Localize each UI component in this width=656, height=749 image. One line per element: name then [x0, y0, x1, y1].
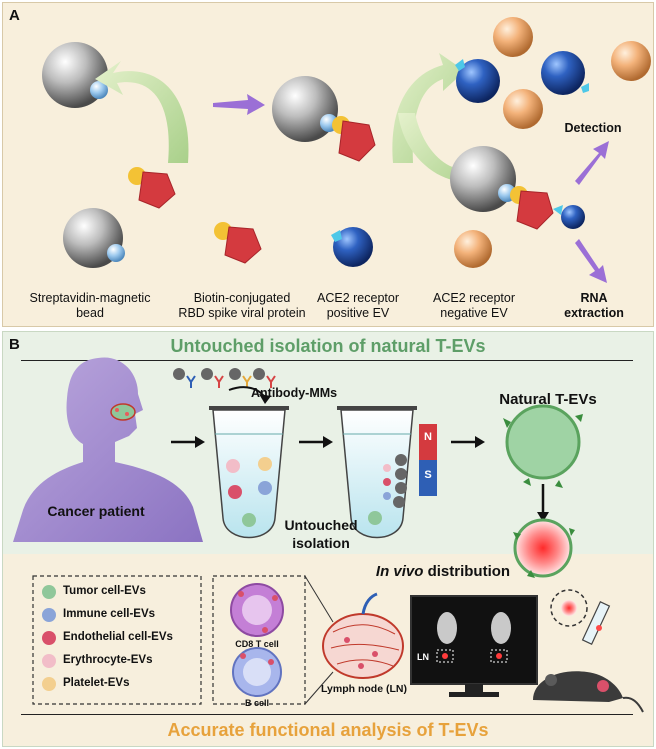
label-natural-tevs: Natural T-EVs: [499, 391, 597, 408]
purple-arrow-rna: [575, 239, 607, 283]
arrow-2: [299, 436, 333, 448]
magnet-s-label: S: [424, 469, 432, 481]
panel-a-label: A: [9, 7, 20, 24]
label-in-vivo-distribution: In vivo distribution: [375, 563, 511, 580]
panel-b: B Untouched isolation of natural T-EVs: [2, 331, 654, 747]
legend-immune: Immune cell-EVs: [63, 608, 156, 620]
arrow-1: [171, 436, 205, 448]
curved-arrow-up: [392, 53, 465, 163]
immune-cell-box: [212, 575, 306, 705]
label-antibody-mms: Antibody-MMs: [251, 386, 338, 400]
legend-negative-ev-icon: [454, 230, 492, 268]
zoom-ev: [561, 600, 577, 616]
syringe-icon: [581, 601, 611, 645]
protein-middle: [128, 167, 176, 209]
legend-positive-ev-icon: [331, 227, 373, 267]
imaging-monitor: [410, 595, 538, 697]
legend-platelet: Platelet-EVs: [63, 677, 130, 689]
legend-ev-icons: [42, 585, 56, 691]
positive-ev: [455, 59, 500, 103]
panel-b-label: B: [9, 336, 20, 353]
legend-endothelial: Endothelial cell-EVs: [63, 631, 173, 643]
legend-protein-icon: [214, 222, 262, 264]
label-bcell: B cell: [244, 698, 269, 708]
legend-erythrocyte: Erythrocyte-EVs: [63, 654, 153, 666]
label-detection: Detection: [564, 121, 622, 135]
tube-2: [337, 406, 417, 539]
bottom-title: Accurate functional analysis of T-EVs: [167, 720, 489, 740]
bead-top-left: [42, 42, 108, 108]
negative-ev: [493, 17, 533, 57]
purple-arrow-detection: [575, 141, 609, 185]
top-title: Untouched isolation of natural T-EVs: [170, 336, 486, 356]
ev-legend-box: [32, 575, 202, 705]
cancer-patient-silhouette: [13, 357, 203, 542]
panel-a: A: [2, 2, 654, 327]
legend-bead-icon: [63, 208, 125, 268]
purple-arrow-center: [213, 94, 265, 115]
bead-complex-center: [272, 76, 376, 162]
curved-arrow-left: [95, 61, 189, 163]
panel-b-illustration: [13, 357, 644, 713]
negative-ev: [503, 89, 543, 129]
label-cancer-patient: Cancer patient: [47, 503, 145, 519]
lymph-node: [322, 592, 404, 679]
mouse-icon: [533, 671, 644, 713]
arrow-3: [451, 436, 485, 448]
legend-tumor: Tumor cell-EVs: [63, 585, 146, 597]
cd8-t-cell: [230, 583, 284, 637]
magnet: [419, 424, 437, 496]
antibody-mms: [173, 368, 276, 388]
top-divider: [21, 360, 633, 361]
tube-1: [209, 406, 289, 539]
capture-complex: [450, 146, 585, 230]
labeled-tev: [513, 518, 575, 578]
tumor-in-mouth: [110, 403, 136, 421]
label-cd8: CD8 T cell: [235, 639, 279, 649]
zoom-circle: [550, 589, 588, 627]
label-lymph-node: Lymph node (LN): [321, 683, 407, 695]
natural-tev: [503, 404, 583, 488]
negative-ev: [611, 41, 651, 81]
positive-ev: [541, 51, 589, 95]
bottom-divider: [21, 714, 633, 715]
panel-a-illustration: [42, 17, 651, 283]
label-ln: LN: [417, 652, 429, 662]
magnet-n-label: N: [424, 431, 432, 443]
arrow-down: [537, 484, 549, 522]
b-cell: [232, 647, 282, 697]
